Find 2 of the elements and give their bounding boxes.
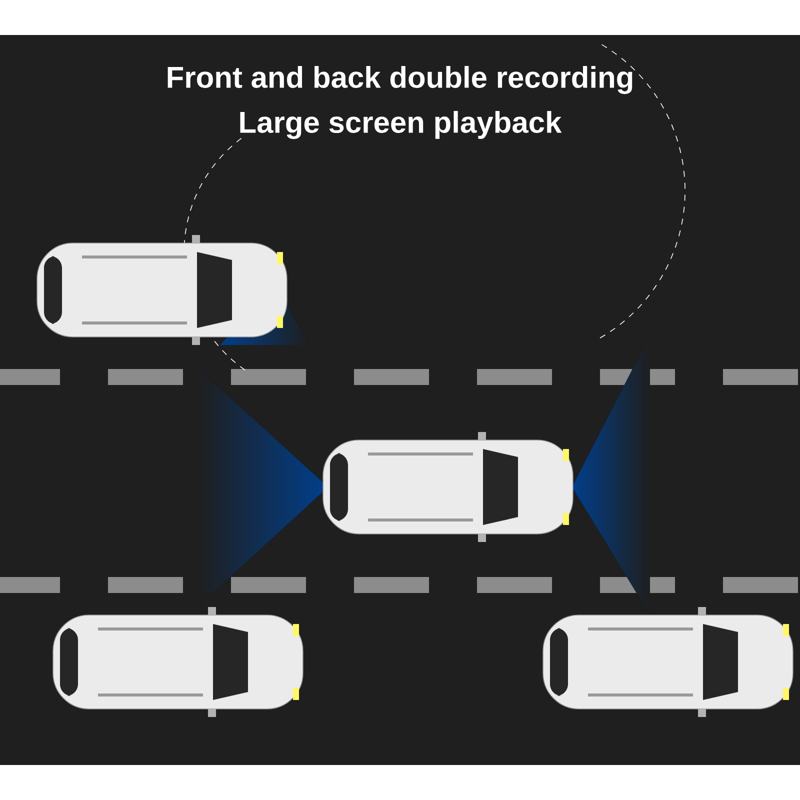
title: Front and back double recording [168,66,632,94]
subtitle: Large screen playback [240,110,562,140]
